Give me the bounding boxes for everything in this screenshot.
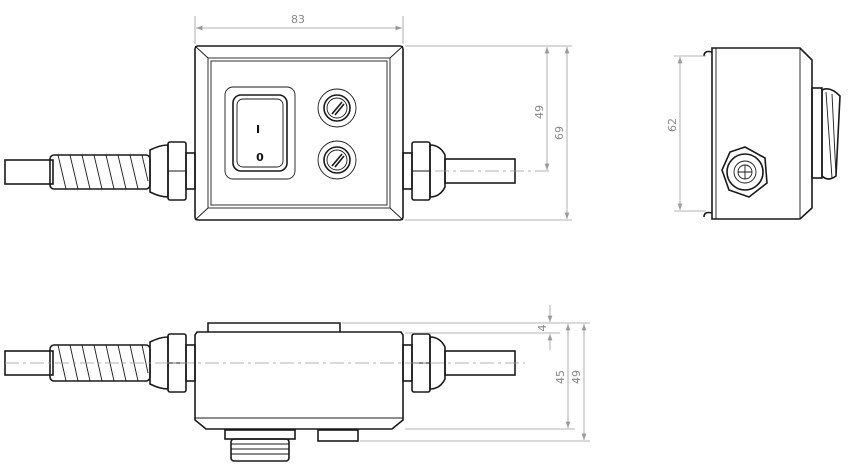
dim-side-height-label: 62 xyxy=(666,118,679,132)
dim-total-height-label: 69 xyxy=(553,126,566,140)
enclosure-front xyxy=(194,45,404,221)
rocker-switch: I 0 xyxy=(224,86,296,180)
strain-relief-spring xyxy=(49,154,151,190)
bottom-tab xyxy=(317,429,359,442)
enclosure-bottom xyxy=(194,322,404,430)
left-cable xyxy=(4,141,196,201)
switch-on-mark: I xyxy=(256,123,260,136)
dim-inner-height-label: 49 xyxy=(533,105,546,119)
dim-step-label: 4 xyxy=(536,325,549,332)
cable-gland-end xyxy=(721,146,768,198)
dim-bottom-total-height-label: 49 xyxy=(570,370,583,384)
dimension-side-height: 62 xyxy=(666,55,706,212)
mounting-hooks xyxy=(703,50,713,218)
dim-body-height-label: 45 xyxy=(554,370,567,384)
dimension-bottom: 4 45 49 xyxy=(342,305,590,442)
dim-width-label: 83 xyxy=(291,13,305,26)
bottom-threaded-fitting xyxy=(224,429,296,462)
dimension-width: 83 xyxy=(194,13,404,44)
switch-off-mark: 0 xyxy=(256,151,264,164)
front-view: I 0 83 49 69 xyxy=(4,13,572,221)
fuse-holder-bottom xyxy=(317,140,357,180)
bottom-view: 4 45 49 xyxy=(4,305,590,462)
fuse-holder-top xyxy=(317,88,357,128)
side-fitting xyxy=(811,87,841,180)
side-view: 62 xyxy=(666,47,841,220)
dimension-heights: 49 69 xyxy=(405,45,572,221)
